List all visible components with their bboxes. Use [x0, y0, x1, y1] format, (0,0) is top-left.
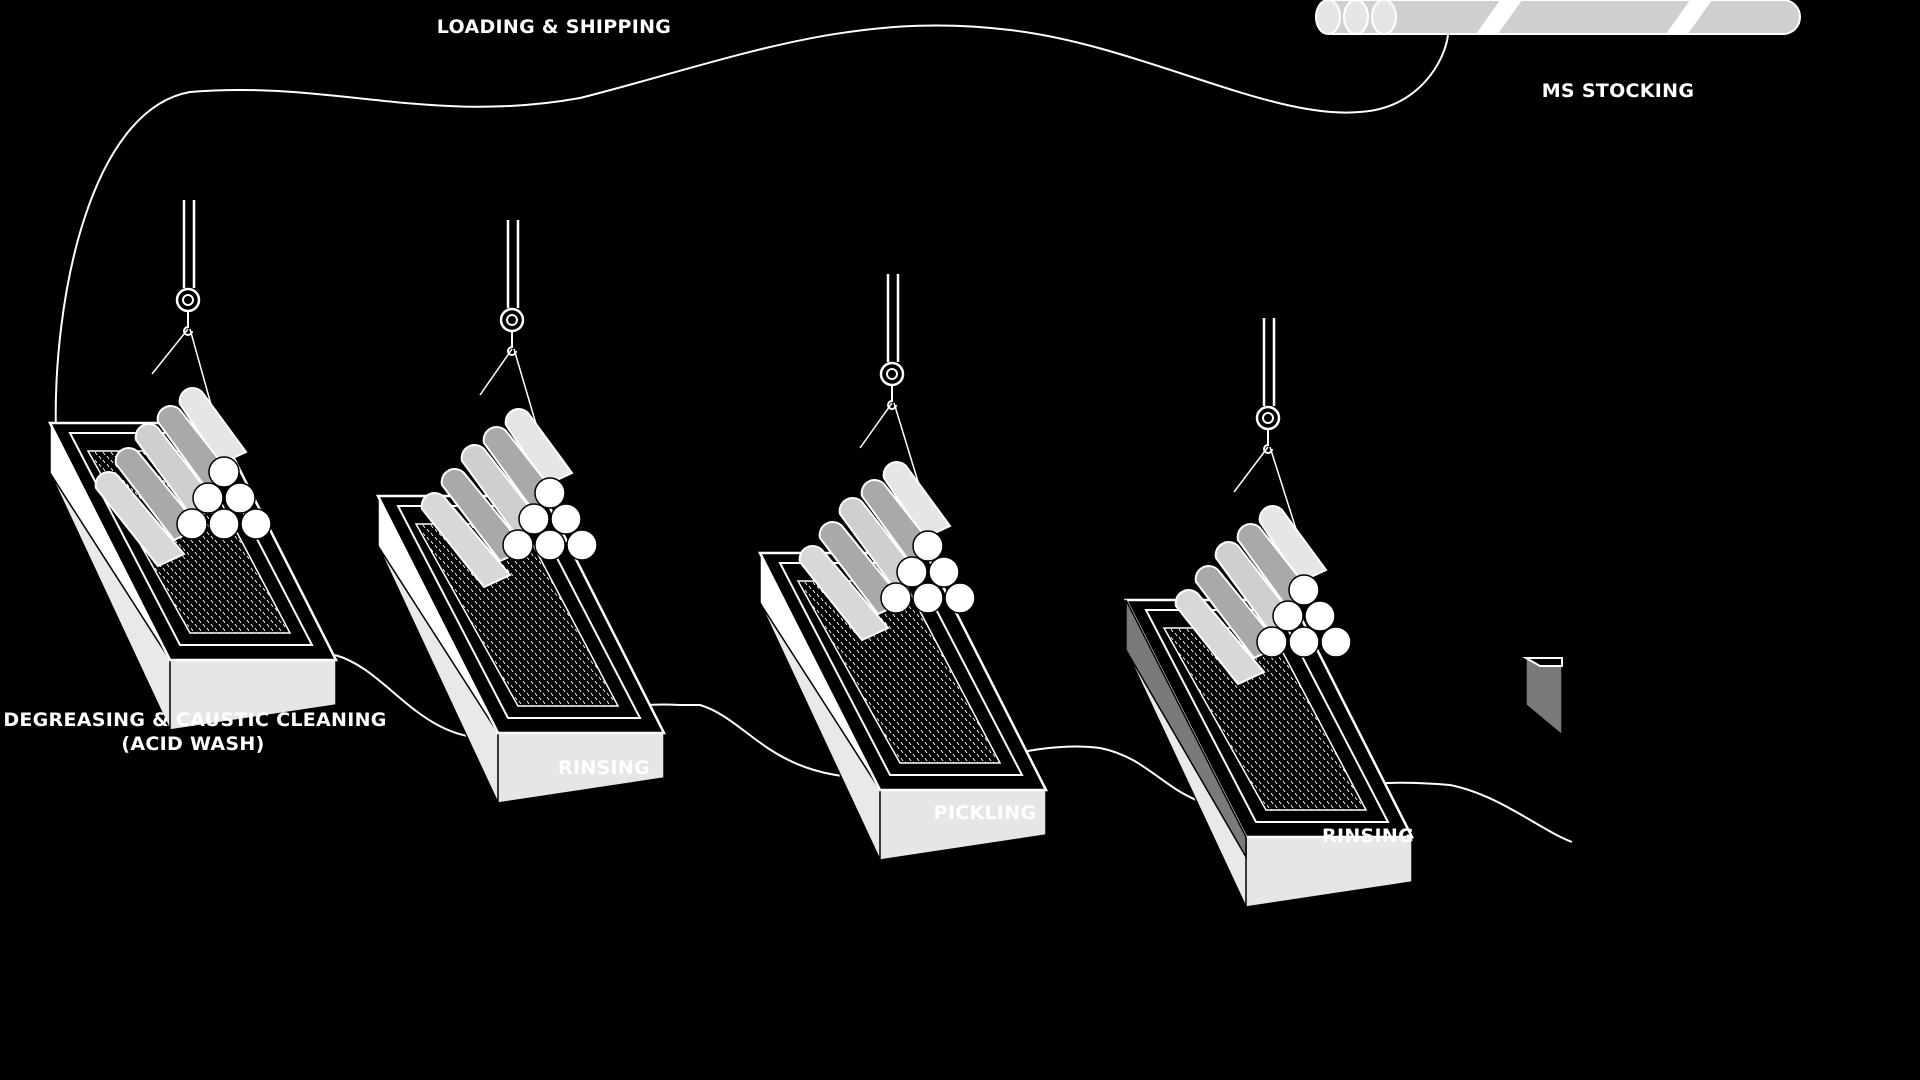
label-pickling: PICKLING — [934, 802, 1037, 824]
station-partial — [1522, 657, 1563, 737]
label-rinsing-2: RINSING — [1322, 825, 1414, 847]
station-pickling — [758, 272, 1048, 862]
label-rinsing-1: RINSING — [558, 757, 650, 779]
label-degreasing: DEGREASING & CAUSTIC CLEANING — [3, 709, 386, 731]
label-acid-wash: (ACID WASH) — [121, 733, 264, 755]
process-flow-line — [54, 24, 1449, 436]
ms-stock-pipe — [1315, 0, 1801, 35]
label-loading-shipping: LOADING & SHIPPING — [437, 16, 671, 38]
label-ms-stocking: MS STOCKING — [1542, 80, 1695, 102]
station-rinsing-1 — [376, 218, 666, 805]
station-degreasing — [48, 198, 338, 732]
station-rinsing-2 — [1124, 316, 1414, 909]
